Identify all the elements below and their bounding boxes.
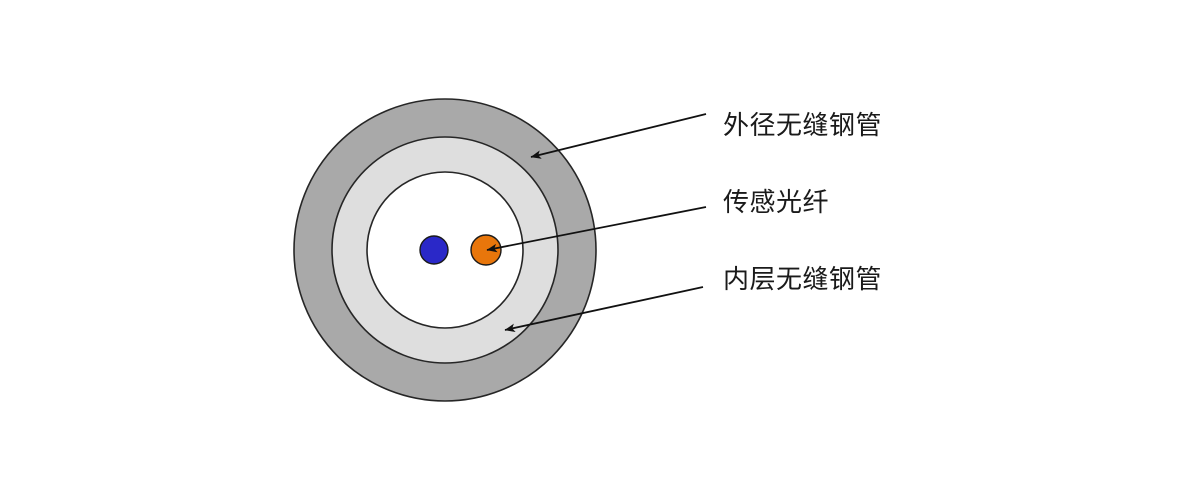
sensing-fiber-circle [470,234,502,266]
callout-label-sensing-fiber: 传感光纤 [723,188,829,218]
callout-label-outer-tube: 外径无缝钢管 [723,111,882,141]
blue-core-circle [419,235,449,265]
callout-leader-lines-group [486,113,707,333]
core-elements-group [419,234,502,266]
leader-line-outer-tube [530,113,707,159]
callout-labels-group: 外径无缝钢管 传感光纤 内层无缝钢管 [723,111,882,295]
callout-label-inner-tube: 内层无缝钢管 [723,265,882,295]
leader-line-sensing-fiber [486,206,707,253]
leader-line-inner-tube [504,286,704,333]
